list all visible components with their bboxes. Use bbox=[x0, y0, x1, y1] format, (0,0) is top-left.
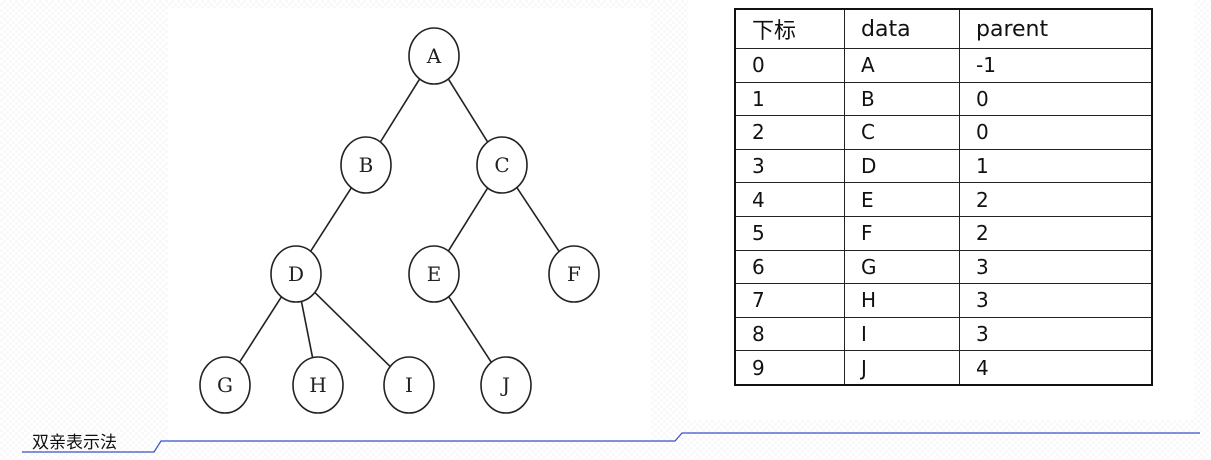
cell-data: C bbox=[844, 115, 960, 150]
tree-edge-a-c bbox=[447, 78, 489, 143]
tree-node-g: G bbox=[199, 356, 251, 414]
caption-underline bbox=[22, 432, 1200, 453]
tree-edge-a-b bbox=[379, 78, 421, 143]
cell-index: 3 bbox=[734, 148, 845, 184]
tree-edge-e-j bbox=[448, 296, 492, 363]
tree-node-label: G bbox=[217, 373, 233, 397]
tree-node-a: A bbox=[408, 27, 460, 85]
tree-node-circle bbox=[292, 356, 344, 414]
tree-node-circle bbox=[476, 136, 528, 194]
cell-data: D bbox=[844, 148, 960, 184]
cell-data: B bbox=[844, 81, 960, 117]
caption-title: 双亲表示法 bbox=[32, 433, 117, 453]
tree-node-i: I bbox=[383, 356, 435, 414]
tree-node-e: E bbox=[408, 245, 460, 303]
tree-node-circle bbox=[408, 245, 460, 303]
tree-node-label: B bbox=[359, 153, 374, 177]
cell-parent: 1 bbox=[959, 148, 1153, 184]
tree-diagram-panel: A B C D E F G H I J bbox=[168, 8, 651, 440]
cell-data: F bbox=[844, 215, 960, 251]
tree-node-b: B bbox=[340, 136, 392, 194]
tree-node-circle bbox=[408, 27, 460, 85]
cell-parent: 2 bbox=[959, 215, 1153, 251]
tree-node-label: A bbox=[426, 44, 442, 68]
tree-node-circle bbox=[340, 136, 392, 194]
cell-index: 7 bbox=[734, 283, 845, 318]
cell-parent: 0 bbox=[959, 81, 1153, 117]
tree-diagram: A B C D E F G H I J bbox=[199, 27, 600, 414]
tree-edge-c-e bbox=[447, 187, 489, 252]
tree-node-label: C bbox=[494, 153, 509, 177]
cell-data: E bbox=[844, 182, 960, 217]
tree-edge-d-g bbox=[238, 296, 283, 363]
cell-parent: 2 bbox=[959, 182, 1153, 217]
tree-node-label: J bbox=[500, 373, 510, 397]
cell-data: G bbox=[844, 249, 960, 285]
cell-index: 8 bbox=[734, 316, 845, 352]
cell-data: I bbox=[844, 316, 960, 352]
tree-node-circle bbox=[480, 356, 532, 414]
tree-node-c: C bbox=[476, 136, 528, 194]
tree-node-label: F bbox=[567, 262, 581, 286]
tree-node-f: F bbox=[548, 245, 600, 303]
tree-edge-d-i bbox=[314, 291, 391, 368]
cell-parent: -1 bbox=[959, 48, 1153, 83]
cell-data: H bbox=[844, 283, 960, 318]
tree-node-j: J bbox=[480, 356, 532, 414]
cell-data: A bbox=[844, 48, 960, 83]
tree-node-circle bbox=[548, 245, 600, 303]
cell-index: 2 bbox=[734, 115, 845, 150]
cell-parent: 4 bbox=[959, 350, 1153, 386]
tree-node-label: E bbox=[427, 262, 442, 286]
cell-parent: 0 bbox=[959, 115, 1153, 150]
tree-node-circle bbox=[270, 245, 322, 303]
tree-node-d: D bbox=[270, 245, 322, 303]
cell-index: 1 bbox=[734, 81, 845, 117]
cell-parent: 3 bbox=[959, 283, 1153, 318]
cell-index: 5 bbox=[734, 215, 845, 251]
cell-index: 9 bbox=[734, 350, 845, 386]
cell-index: 4 bbox=[734, 182, 845, 217]
tree-node-label: D bbox=[288, 262, 304, 286]
header-index: 下标 bbox=[734, 8, 845, 49]
cell-index: 6 bbox=[734, 249, 845, 285]
tree-node-circle bbox=[383, 356, 435, 414]
cell-parent: 3 bbox=[959, 316, 1153, 352]
tree-edge-c-f bbox=[516, 187, 560, 252]
header-parent: parent bbox=[959, 8, 1153, 49]
tree-node-label: H bbox=[309, 373, 326, 397]
tree-node-h: H bbox=[292, 356, 344, 414]
cell-data: J bbox=[844, 350, 960, 386]
tree-edge-d-h bbox=[300, 301, 314, 358]
tree-node-label: I bbox=[405, 373, 413, 397]
table-header-row: 下标 data parent bbox=[734, 8, 1153, 49]
header-data: data bbox=[844, 8, 960, 49]
cell-index: 0 bbox=[734, 48, 845, 83]
cell-parent: 3 bbox=[959, 249, 1153, 285]
tree-edge-b-d bbox=[309, 187, 353, 252]
tree-node-circle bbox=[199, 356, 251, 414]
